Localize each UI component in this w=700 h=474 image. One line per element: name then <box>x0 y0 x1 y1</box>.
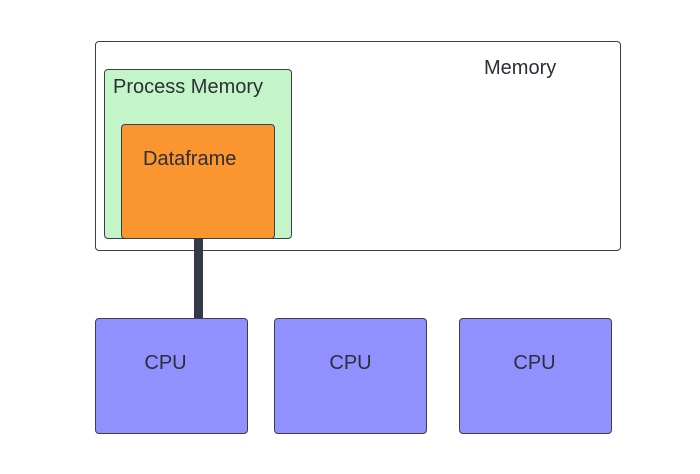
dataframe-label: Dataframe <box>143 148 237 170</box>
cpu-box-3 <box>459 318 612 434</box>
cpu-label-3: CPU <box>513 352 556 374</box>
memory-label: Memory <box>484 57 557 79</box>
cpu-box-2 <box>274 318 427 434</box>
cpu-label-1: CPU <box>144 352 187 374</box>
cpu-box-1 <box>95 318 248 434</box>
dataframe-cpu-connector <box>194 238 203 320</box>
dataframe-box <box>121 124 275 239</box>
process-memory-label: Process Memory <box>113 76 264 98</box>
cpu-label-2: CPU <box>329 352 372 374</box>
